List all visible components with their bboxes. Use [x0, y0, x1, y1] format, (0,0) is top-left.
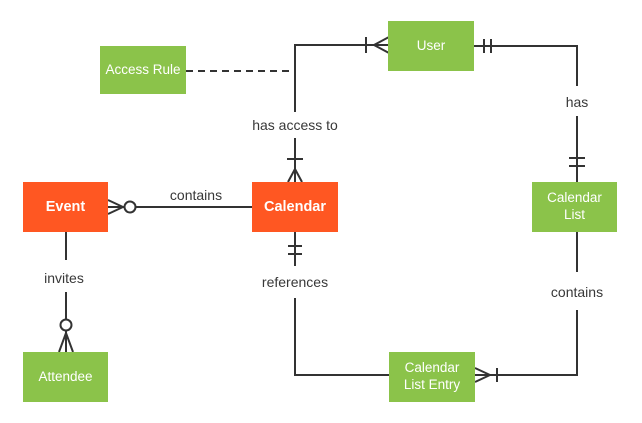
entity-label: Access Rule — [105, 61, 181, 77]
entity-attendee: Attendee — [23, 352, 108, 402]
connector-event-contains-calendar — [107, 199, 252, 215]
entity-calendar: Calendar — [252, 182, 338, 232]
relationship-label-references: references — [259, 274, 331, 290]
entity-access-rule: Access Rule — [100, 46, 186, 94]
connector-line — [294, 298, 389, 376]
connector-user-has-calendar-list — [474, 39, 585, 182]
cardinality-double-bar-icon — [288, 245, 302, 255]
entity-label: Attendee — [38, 368, 93, 384]
connector-event-invites-attendee — [58, 232, 74, 353]
connector-line — [474, 45, 578, 86]
entity-label: Event — [45, 198, 86, 215]
relationship-label-contains-event-calendar: contains — [167, 187, 225, 203]
ring-zero-icon — [59, 318, 73, 332]
relationship-label-has-access-to: has access to — [250, 117, 340, 133]
entity-label: Calendar — [263, 198, 327, 215]
cardinality-double-bar-icon — [569, 157, 585, 167]
relationship-label-has: has — [563, 94, 591, 110]
crows-foot-icon — [474, 367, 491, 383]
entity-calendar-list-entry: Calendar List Entry — [389, 352, 475, 402]
entity-event: Event — [23, 182, 108, 232]
relationship-label-invites: invites — [42, 270, 86, 286]
connector-calendar-list-contains-entry — [474, 232, 578, 383]
connector-line — [475, 310, 578, 376]
connector-calendar-references-entry — [288, 232, 389, 376]
entity-calendar-list: Calendar List — [532, 182, 617, 232]
connector-calendar-has-access-to-user — [287, 36, 390, 183]
crows-foot-icon — [107, 199, 124, 215]
relationship-label-contains-list-entry: contains — [548, 284, 606, 300]
crows-foot-icon — [58, 332, 74, 353]
ring-zero-icon — [123, 200, 137, 214]
connector-line — [294, 44, 389, 112]
entity-label: User — [416, 37, 446, 53]
entity-label: Calendar List — [547, 190, 602, 222]
entity-label: Calendar List Entry — [403, 360, 461, 392]
cardinality-double-bar-icon — [483, 39, 492, 53]
crows-foot-icon — [373, 36, 390, 54]
crows-foot-icon — [287, 168, 303, 183]
entity-user: User — [388, 21, 474, 71]
